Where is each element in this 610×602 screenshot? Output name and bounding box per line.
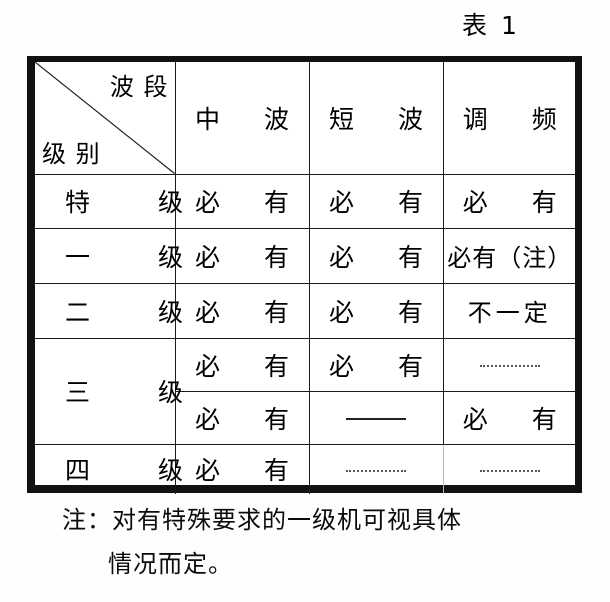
note-line-2: 情况而定。 [108, 550, 233, 578]
cell-value: 必 有 [195, 456, 307, 486]
cell-2-mw: 必 有 [174, 282, 310, 339]
table-row: 三 级 必 有 必 有 [35, 337, 576, 445]
cell-1-fm: 必有（注） [442, 227, 576, 284]
table-row: 一 级 必 有 必 有 必有（注） [35, 227, 576, 284]
table-notes: 注：对有特殊要求的一级机可视具体 情况而定。 [0, 500, 610, 579]
cell-3b-fm: 必 有 [442, 390, 576, 445]
column-header-mw-label: 中 波 [195, 104, 307, 134]
row-grade-label-3: 三 级 [35, 337, 183, 445]
cell-4-fm [442, 443, 576, 494]
note-line-1: 注：对有特殊要求的一级机可视具体 [62, 506, 462, 534]
cell-value: 必 有 [329, 351, 441, 381]
cell-0-fm: 必 有 [442, 173, 576, 229]
row-grade-label-2: 二 级 [35, 282, 183, 339]
cell-value: 必 有 [195, 188, 307, 217]
cell-value: 不一定 [467, 299, 552, 327]
grade-label-text: 四 级 [65, 456, 213, 486]
cell-value: 必 有 [195, 404, 307, 434]
corner-header-band-label: 波 段 [109, 73, 169, 101]
grade-label-text: 特 级 [65, 188, 213, 217]
cell-2-fm: 不一定 [442, 282, 576, 339]
column-header-sw: 短 波 [308, 62, 444, 175]
cell-1-sw: 必 有 [308, 227, 444, 284]
table-frame: 波 段 级 别 中 波 短 波 调 频 [27, 56, 582, 494]
cell-4-sw [308, 443, 444, 494]
cell-3b-mw: 必 有 [175, 390, 310, 445]
grade-label-text: 三 级 [65, 378, 213, 407]
table-header-row: 波 段 级 别 中 波 短 波 调 频 [35, 62, 576, 175]
corner-header-grade-label: 级 别 [42, 139, 101, 168]
table-row: 二 级 必 有 必 有 不一定 [35, 282, 576, 339]
cell-value: 必 有 [195, 242, 307, 272]
cell-4-mw: 必 有 [174, 443, 310, 494]
cell-value: 必 有 [329, 297, 441, 327]
requirements-table: 波 段 级 别 中 波 短 波 调 频 [35, 62, 576, 494]
grade-label-text: 二 级 [65, 297, 213, 327]
table-row: 特 级 必 有 必 有 必 有 [35, 173, 576, 229]
cell-value: 必 有 [462, 188, 575, 217]
corner-header-cell: 波 段 级 别 [35, 62, 176, 175]
column-header-sw-label: 短 波 [329, 104, 441, 134]
column-header-mw: 中 波 [174, 62, 310, 175]
cell-value: 必 有 [195, 297, 307, 327]
grade-label-text: 一 级 [65, 242, 213, 272]
table-caption: 表 1 [462, 11, 520, 40]
cell-0-sw: 必 有 [308, 173, 444, 229]
not-applicable-dash-icon [479, 469, 540, 472]
column-header-fm: 调 频 [442, 62, 576, 175]
cell-2-sw: 必 有 [308, 282, 444, 339]
cell-value: 必 有 [329, 188, 441, 217]
corner-header-inner: 波 段 级 别 [35, 62, 175, 174]
row-grade-label-1: 一 级 [35, 227, 183, 284]
cell-3b-sw [308, 390, 444, 445]
cell-value: 必 有 [195, 351, 307, 381]
column-header-fm-label: 调 频 [462, 104, 575, 134]
not-applicable-dash-icon [346, 469, 406, 472]
cell-3a-sw: 必 有 [308, 337, 444, 392]
cell-3a-fm [442, 337, 576, 392]
row-grade-label-0: 特 级 [35, 173, 183, 229]
not-applicable-dash-icon [346, 418, 406, 420]
cell-value: 必有（注） [447, 244, 573, 272]
cell-0-mw: 必 有 [174, 173, 310, 229]
not-applicable-dash-icon [479, 365, 540, 367]
cell-1-mw: 必 有 [174, 227, 310, 284]
cell-value: 必 有 [329, 242, 441, 272]
table-row: 四 级 必 有 [35, 443, 576, 494]
table-row: 必 有 必 有 [35, 390, 576, 445]
row-grade-label-4: 四 级 [35, 443, 183, 494]
cell-value: 必 有 [462, 404, 575, 434]
